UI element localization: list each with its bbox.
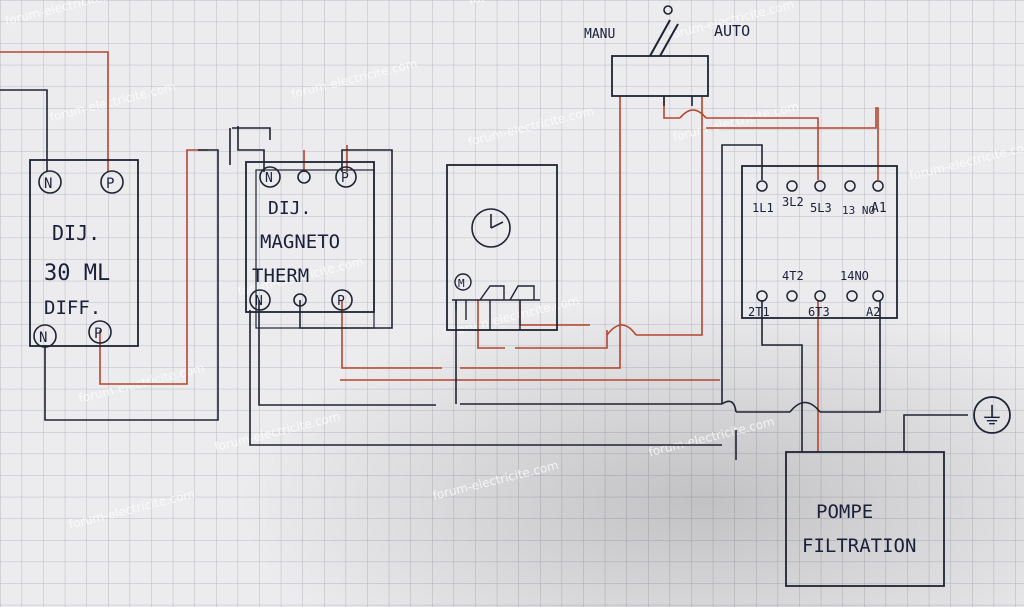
breaker-diff-box (29, 159, 139, 347)
terminal-icon (88, 320, 112, 344)
pump-line1: POMPE (816, 501, 873, 523)
contact-icon (509, 285, 535, 301)
terminal-icon (814, 180, 826, 192)
contact-icon (479, 285, 505, 301)
terminal-label: N (255, 294, 263, 309)
terminal-icon (872, 290, 884, 302)
terminal-label: P (106, 176, 114, 192)
contactor-bottom-terminal-label: A2 (866, 305, 880, 319)
terminal-icon (335, 166, 357, 188)
breaker-mag-line1: DIJ. (268, 198, 311, 219)
contactor-top-terminal-label: 13 NO (842, 204, 875, 217)
contactor: 1L1 3L2 5L3 13 NO A1 2T1 4T2 6T3 14NO A2 (741, 165, 898, 319)
breaker-diff-line3: DIFF. (44, 297, 101, 319)
breaker-mag-line2: MAGNETO (260, 231, 340, 253)
shadow (180, 230, 1024, 607)
breaker-mag-line3: THERM (252, 265, 309, 287)
terminal-icon (872, 180, 884, 192)
earth-symbol: ⏚ (980, 402, 1004, 430)
contactor-top-terminal-label: 3L2 (782, 195, 804, 209)
switch-knob-icon (663, 5, 673, 15)
terminal-icon (259, 166, 281, 188)
terminal-icon (844, 180, 856, 192)
contactor-top-terminal-label: 1L1 (752, 201, 774, 215)
terminal-icon (786, 180, 798, 192)
terminal-icon (38, 170, 62, 194)
breaker-magneto-thermic: N P N P DIJ. MAGNETO THERM (245, 161, 375, 329)
terminal-icon (846, 290, 858, 302)
switch-label-auto: AUTO (714, 22, 750, 40)
terminal-label: N (265, 171, 273, 186)
switch-lever-back (659, 23, 679, 57)
terminal-icon (331, 289, 353, 311)
terminal-icon (293, 293, 307, 307)
switch-lever (649, 19, 671, 57)
earth: ⏚ (973, 396, 1011, 434)
contactor-bottom-terminal-label: 6T3 (808, 305, 830, 319)
motor-icon (454, 273, 472, 291)
switch-label-manu: MANU (584, 27, 615, 42)
breaker-diff-line1: DIJ. (52, 221, 100, 245)
neutral-wires (0, 89, 968, 460)
timer: M (446, 164, 558, 331)
earth-icon (973, 396, 1011, 434)
terminal-icon (756, 290, 768, 302)
terminal-label: N (39, 330, 47, 346)
contactor-bottom-terminal-label: 4T2 (782, 269, 804, 283)
terminal-icon (249, 289, 271, 311)
terminal-icon (297, 170, 311, 184)
breaker-differential: N P N P DIJ. 30 ML DIFF. (29, 159, 139, 348)
pump: POMPE FILTRATION (785, 451, 945, 587)
contactor-top-terminal-label: A1 (871, 201, 887, 216)
terminal-label: N (44, 176, 52, 192)
breaker-diff-line2: 30 ML (44, 261, 110, 286)
terminal-label: P (337, 294, 345, 309)
contactor-top-terminal-label: 5L3 (810, 201, 832, 215)
terminal-icon (33, 324, 57, 348)
timer-box (446, 164, 558, 331)
terminal-icon (100, 170, 124, 194)
clock-icon (471, 208, 511, 248)
terminal-icon (814, 290, 826, 302)
contactor-bottom-terminal-label: 14NO (840, 269, 869, 283)
motor-label: M (458, 277, 465, 290)
terminal-icon (786, 290, 798, 302)
terminal-label: P (94, 326, 102, 342)
contactor-bottom-terminal-label: 2T1 (748, 305, 770, 319)
pump-line2: FILTRATION (802, 535, 916, 557)
selector-switch: MANU AUTO (584, 5, 750, 106)
terminal-icon (756, 180, 768, 192)
pump-box (785, 451, 945, 587)
terminal-label: P (341, 171, 349, 186)
contactor-box (741, 165, 898, 319)
